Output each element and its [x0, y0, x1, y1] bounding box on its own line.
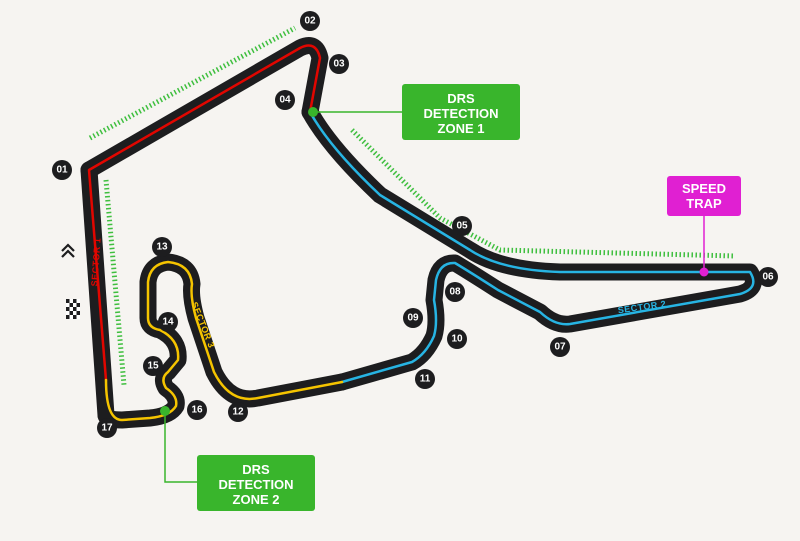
- sector-3-line: [104, 260, 344, 422]
- chevron-up-icon: [61, 243, 75, 258]
- corner-16: 16: [187, 400, 207, 420]
- corner-12: 12: [228, 402, 248, 422]
- speed-trap-line-1: SPEED: [682, 181, 726, 196]
- corner-14: 14: [158, 312, 178, 332]
- corner-17: 17: [97, 418, 117, 438]
- drs-2-box: [197, 455, 315, 511]
- corner-01: 01: [52, 160, 72, 180]
- corner-10-label: 10: [451, 334, 463, 345]
- drs-2-connector: [164, 411, 200, 483]
- drs-1-line-1: DRS: [447, 91, 475, 106]
- corner-08-label: 08: [449, 287, 461, 298]
- corner-06-label: 06: [762, 272, 774, 283]
- corner-13: 13: [152, 237, 172, 257]
- drs-1-line-2: DETECTION: [423, 106, 498, 121]
- speed-trap-line-2: TRAP: [686, 196, 722, 211]
- corner-05: 05: [452, 216, 472, 236]
- sector-1-line: [87, 44, 322, 382]
- corner-01-label: 01: [56, 165, 68, 176]
- corner-11: 11: [415, 369, 435, 389]
- drs-1-marker: [308, 107, 318, 117]
- corner-06: 06: [758, 267, 778, 287]
- corner-04: 04: [275, 90, 295, 110]
- chequered-flag-icon: [66, 299, 80, 319]
- drs-2-line-2: DETECTION: [218, 477, 293, 492]
- corner-14-label: 14: [162, 317, 174, 328]
- sector-2-line: [308, 110, 755, 384]
- corner-02-label: 02: [304, 16, 316, 27]
- speed-trap: SPEED TRAP: [667, 176, 741, 277]
- drs-2-line-1: DRS: [242, 462, 270, 477]
- corner-10: 10: [447, 329, 467, 349]
- sector-lines: [87, 44, 755, 422]
- track-sector-3: [97, 253, 351, 429]
- corner-17-label: 17: [101, 423, 113, 434]
- corner-15-label: 15: [147, 361, 159, 372]
- drs-zone-strip-1: [88, 25, 297, 141]
- corner-04-label: 04: [279, 95, 291, 106]
- corner-09: 09: [403, 308, 423, 328]
- corner-16-label: 16: [191, 405, 203, 416]
- sector-1-label: SECTOR 1: [89, 237, 102, 286]
- drs-zones: [88, 25, 736, 386]
- corner-15: 15: [143, 356, 163, 376]
- drs-1-box: [402, 84, 520, 140]
- drs-2-line-3: ZONE 2: [233, 492, 280, 507]
- corner-12-label: 12: [232, 407, 244, 418]
- corner-05-label: 05: [456, 221, 468, 232]
- corner-02: 02: [300, 11, 320, 31]
- corner-11-label: 11: [420, 374, 431, 385]
- corner-03: 03: [329, 54, 349, 74]
- corner-09-label: 09: [407, 313, 419, 324]
- corner-07: 07: [550, 337, 570, 357]
- corner-07-label: 07: [554, 342, 566, 353]
- speed-trap-box: [667, 176, 741, 216]
- corner-markers: 01 02 03 04 05 06 07 08 09 10 11 12 13 1…: [52, 11, 778, 438]
- drs-detection-zone-2: DRS DETECTION ZONE 2: [160, 406, 315, 511]
- drs-1-line-3: ZONE 1: [438, 121, 485, 136]
- corner-03-label: 03: [333, 59, 345, 70]
- drs-2-marker: [160, 406, 170, 416]
- corner-13-label: 13: [156, 242, 168, 253]
- speed-trap-marker: [699, 267, 709, 277]
- drs-detection-zone-1: DRS DETECTION ZONE 1: [308, 84, 520, 140]
- corner-08: 08: [445, 282, 465, 302]
